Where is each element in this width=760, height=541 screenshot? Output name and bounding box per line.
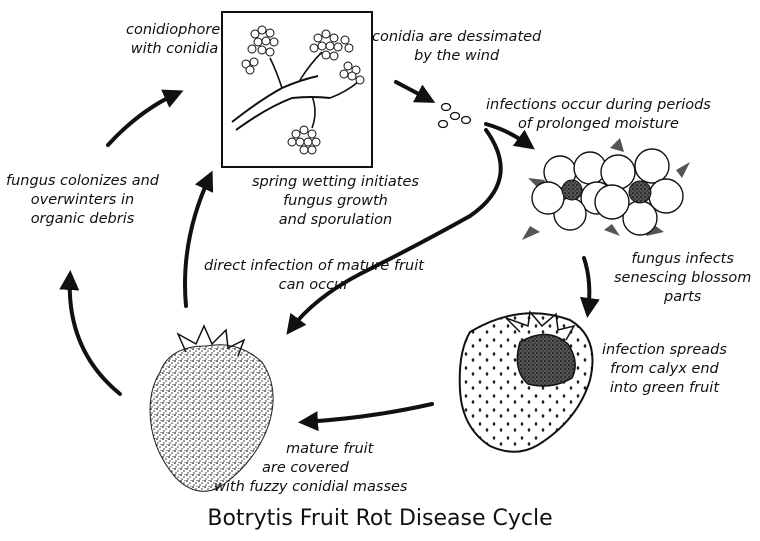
label-fungus-colonizes: fungus colonizes and overwinters in orga…	[6, 172, 159, 229]
label-dessimated: conidia are dessimated by the wind	[372, 28, 541, 66]
label-direct-infection-line1: direct infection of mature fruit	[204, 257, 424, 276]
label-conidiophore: conidiophore with conidia	[126, 21, 220, 59]
conidiophore-illustration	[222, 12, 372, 167]
label-fungus-infects: fungus infects senescing blossom parts	[614, 250, 751, 307]
label-fungus-colonizes-line2: overwinters in	[6, 191, 159, 210]
label-dessimated-line2: by the wind	[372, 47, 541, 66]
label-mature-fruit-line2: are covered	[214, 459, 408, 478]
label-spring-wetting: spring wetting initiates fungus growth a…	[252, 173, 419, 230]
strawberry-blossoms-illustration	[522, 138, 690, 240]
label-fungus-colonizes-line3: organic debris	[6, 210, 159, 229]
label-direct-infection-line2: can occur	[204, 276, 424, 295]
label-conidiophore-line2: with conidia	[126, 40, 220, 59]
label-fungus-infects-line1: fungus infects	[614, 250, 751, 269]
label-spring-wetting-line2: fungus growth	[252, 192, 419, 211]
label-mature-fruit: mature fruit are covered with fuzzy coni…	[214, 440, 408, 497]
label-infection-spreads-line2: from calyx end	[602, 360, 727, 379]
label-infection-spreads-line1: infection spreads	[602, 341, 727, 360]
label-fungus-infects-line3: parts	[614, 288, 751, 307]
label-infections-moisture: infections occur during periods of prolo…	[486, 96, 711, 134]
label-spring-wetting-line1: spring wetting initiates	[252, 173, 419, 192]
label-conidiophore-line1: conidiophore	[126, 21, 220, 40]
diagram-title: Botrytis Fruit Rot Disease Cycle	[0, 506, 760, 531]
label-fungus-infects-line2: senescing blossom	[614, 269, 751, 288]
label-direct-infection: direct infection of mature fruit can occ…	[204, 257, 424, 295]
arrow-to-debris	[70, 276, 120, 394]
wind-dispersed-conidia	[439, 104, 471, 128]
label-infection-spreads: infection spreads from calyx end into gr…	[602, 341, 727, 398]
label-fungus-colonizes-line1: fungus colonizes and	[6, 172, 159, 191]
label-spring-wetting-line3: and sporulation	[252, 211, 419, 230]
label-mature-fruit-line3: with fuzzy conidial masses	[214, 478, 408, 497]
label-infection-spreads-line3: into green fruit	[602, 379, 727, 398]
label-dessimated-line1: conidia are dessimated	[372, 28, 541, 47]
label-infections-moisture-line2: of prolonged moisture	[486, 115, 711, 134]
arrow-direct-infection	[290, 130, 501, 330]
arrow-wind-dispersal	[396, 82, 430, 100]
arrow-to-conidiophore	[108, 93, 178, 145]
arrow-to-mature-fruit	[304, 404, 432, 422]
infected-green-fruit-illustration	[460, 312, 593, 452]
arrow-to-green-fruit	[584, 258, 589, 312]
label-mature-fruit-line1: mature fruit	[214, 440, 408, 459]
label-infections-moisture-line1: infections occur during periods	[486, 96, 711, 115]
